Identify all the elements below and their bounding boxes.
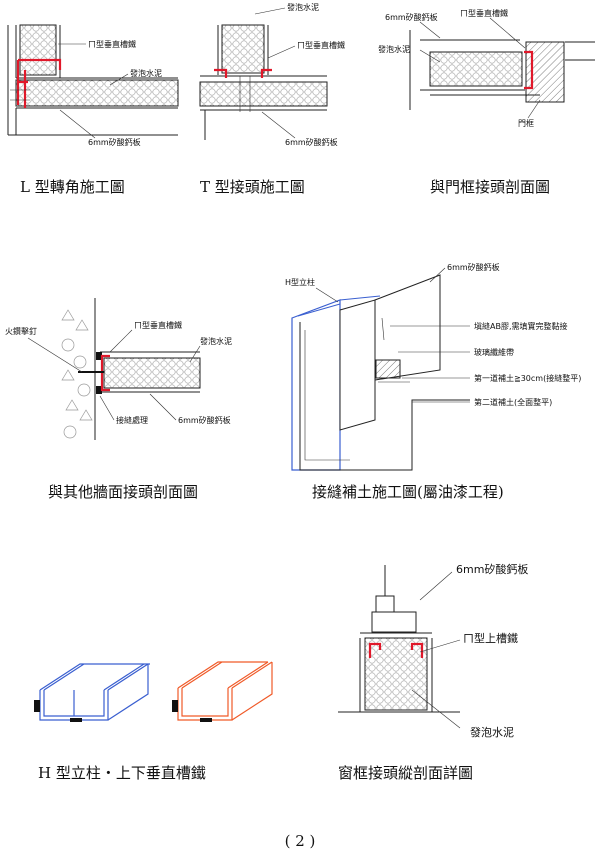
u-channel-shape	[177, 661, 273, 721]
label-ab-glue: 塡縫AB膠,需填實完整黏接	[474, 321, 568, 331]
label-fill-1: 第一道補土≧30cm(接縫整平)	[474, 373, 581, 383]
label-foam-cement-4: 發泡水泥	[200, 336, 232, 346]
label-board-7: 6mm矽酸鈣板	[456, 562, 528, 576]
label-board: 6mm矽酸鈣板	[88, 137, 141, 147]
label-fiber-tape: 玻璃纖維帶	[474, 347, 514, 357]
caption-h-stud: H 型立柱・上下垂直槽鐵	[38, 764, 206, 782]
label-foam-cement-2: 發泡水泥	[287, 2, 319, 12]
label-board-3: 6mm矽酸鈣板	[385, 12, 438, 22]
label-foam-cement-7: 發泡水泥	[470, 725, 514, 739]
label-u-channel-3: ㄇ型垂直槽鐵	[460, 8, 508, 18]
caption-l-corner: L 型轉角施工圖	[20, 178, 125, 196]
caption-other-wall: 與其他牆面接頭剖面圖	[48, 483, 198, 501]
label-u-channel-4: ㄇ型垂直槽鐵	[134, 320, 182, 330]
page-number: ( 2 )	[285, 832, 316, 850]
label-board-2: 6mm矽酸鈣板	[285, 137, 338, 147]
label-u-channel: ㄇ型垂直槽鐵	[88, 39, 136, 49]
caption-t-joint: T 型接頭施工圖	[200, 178, 305, 196]
h-stud-diagram: H 型立柱・上下垂直槽鐵	[34, 661, 273, 782]
other-wall-diagram: 火鑽擊釘 ㄇ型垂直槽鐵 發泡水泥 接縫處理 6mm矽酸鈣板 與其他牆面接頭剖面圖	[5, 298, 232, 501]
h-stud-shape	[39, 663, 150, 721]
label-foam-cement-3: 發泡水泥	[378, 44, 410, 54]
label-fill-2: 第二道補土(全面整平)	[474, 397, 552, 407]
label-u-channel-2: ㄇ型垂直槽鐵	[297, 40, 345, 50]
label-door-frame: 門框	[518, 118, 534, 128]
caption-window-frame: 窗框接頭縱剖面詳圖	[338, 764, 473, 782]
joint-fill-diagram: 6mm矽酸鈣板 H型立柱 塡縫AB膠,需填實完整黏接 玻璃纖維帶 第一道補土≧3…	[285, 262, 581, 501]
t-joint-diagram: 發泡水泥 ㄇ型垂直槽鐵 6mm矽酸鈣板 T 型接頭施工圖	[199, 2, 345, 196]
label-foam-cement: 發泡水泥	[130, 68, 162, 78]
label-h-stud: H型立柱	[285, 277, 315, 287]
label-anchor: 火鑽擊釘	[5, 326, 37, 336]
label-board-4: 6mm矽酸鈣板	[178, 415, 231, 425]
label-board-5: 6mm矽酸鈣板	[447, 262, 500, 272]
label-joint-treat: 接縫處理	[116, 415, 148, 425]
caption-door-frame: 與門框接頭剖面圖	[430, 178, 550, 196]
door-frame-diagram: 6mm矽酸鈣板 ㄇ型垂直槽鐵 發泡水泥 門框 與門框接頭剖面圖	[378, 8, 595, 196]
caption-joint-fill: 接縫補土施工圖(屬油漆工程)	[312, 483, 504, 501]
l-corner-diagram: ㄇ型垂直槽鐵 發泡水泥 6mm矽酸鈣板 L 型轉角施工圖	[7, 24, 179, 196]
window-frame-diagram: 6mm矽酸鈣板 ㄇ型上槽鐵 發泡水泥 窗框接頭縱剖面詳圖	[338, 562, 528, 782]
label-u-top-channel: ㄇ型上槽鐵	[463, 631, 518, 645]
